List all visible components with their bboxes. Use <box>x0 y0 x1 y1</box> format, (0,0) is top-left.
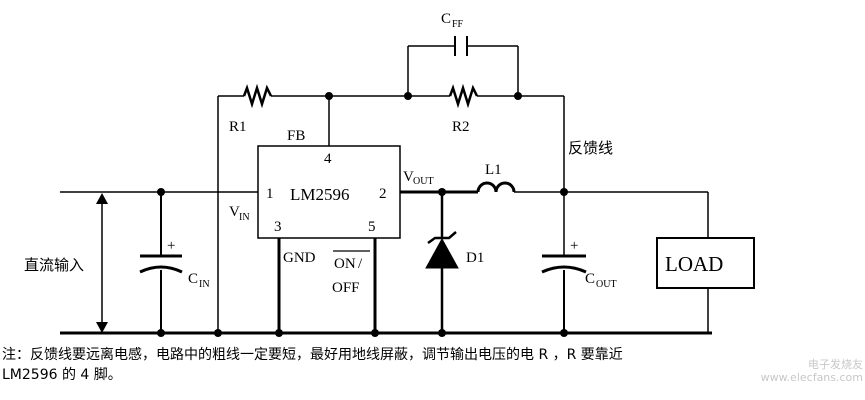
watermark: 电子发烧友 www.elecfans.com <box>760 358 863 384</box>
on-off-separator: / <box>358 256 363 272</box>
dc-input-arrow-up <box>96 193 108 204</box>
ic-name-label: LM2596 <box>290 185 350 204</box>
junction-dot <box>404 92 412 100</box>
load-box <box>656 237 755 289</box>
cin-plate-bottom <box>139 265 183 274</box>
off-label: OFF <box>332 280 360 296</box>
junction-dot <box>371 329 379 337</box>
feedback-line-label: 反馈线 <box>568 139 613 157</box>
vin-label-sub: IN <box>239 212 250 223</box>
note-line-2: LM2596 的 4 脚。 <box>2 367 122 383</box>
dc-input-arrow-down <box>96 322 108 333</box>
r2-zigzag <box>448 83 479 109</box>
pin4-label: 4 <box>324 151 332 167</box>
junction-dots <box>157 92 568 337</box>
note-line-1: 注：反馈线要远离电感，电路中的粗线一定要短，最好用地线屏蔽，调节输出电压的电 R… <box>2 347 623 363</box>
d1-triangle <box>425 237 459 269</box>
cff-label-main: C <box>441 11 451 27</box>
junction-dot <box>325 92 333 100</box>
cin-label-sub: IN <box>199 279 210 290</box>
junction-dot <box>214 329 222 337</box>
dc-input-label: 直流输入 <box>24 256 84 274</box>
cout-label-sub: OUT <box>596 279 617 290</box>
junction-dot <box>157 329 165 337</box>
pin5-label: 5 <box>368 219 376 235</box>
junction-dot <box>514 92 522 100</box>
load-label: LOAD <box>665 252 723 276</box>
r1-zigzag <box>242 83 273 109</box>
pin1-label: 1 <box>266 186 274 202</box>
cin-plus-label: + <box>167 238 175 254</box>
gnd-label: GND <box>283 250 316 266</box>
cout-plus-label: + <box>570 238 578 254</box>
cin-label-main: C <box>188 271 198 287</box>
l1-label: L1 <box>485 162 502 178</box>
on-label: ON <box>334 256 356 272</box>
junction-dot <box>157 188 165 196</box>
vin-label-main: V <box>229 204 240 220</box>
junction-dot <box>560 188 568 196</box>
vout-label-sub: OUT <box>413 176 434 187</box>
junction-dot <box>438 329 446 337</box>
vout-label-main: V <box>403 169 414 185</box>
cff-label-sub: FF <box>452 19 464 30</box>
junction-dot <box>438 188 446 196</box>
junction-dot <box>560 329 568 337</box>
pin2-label: 2 <box>379 186 387 202</box>
r2-label: R2 <box>452 119 470 135</box>
r1-label: R1 <box>229 119 247 135</box>
note-text: 注：反馈线要远离电感，电路中的粗线一定要短，最好用地线屏蔽，调节输出电压的电 R… <box>2 345 862 385</box>
l1-coil <box>476 181 516 193</box>
cout-plate-bottom <box>541 265 587 274</box>
pin3-label: 3 <box>274 219 282 235</box>
d1-label: D1 <box>466 250 484 266</box>
fb-label: FB <box>287 128 305 144</box>
junction-dot <box>275 329 283 337</box>
cout-label-main: C <box>585 271 595 287</box>
